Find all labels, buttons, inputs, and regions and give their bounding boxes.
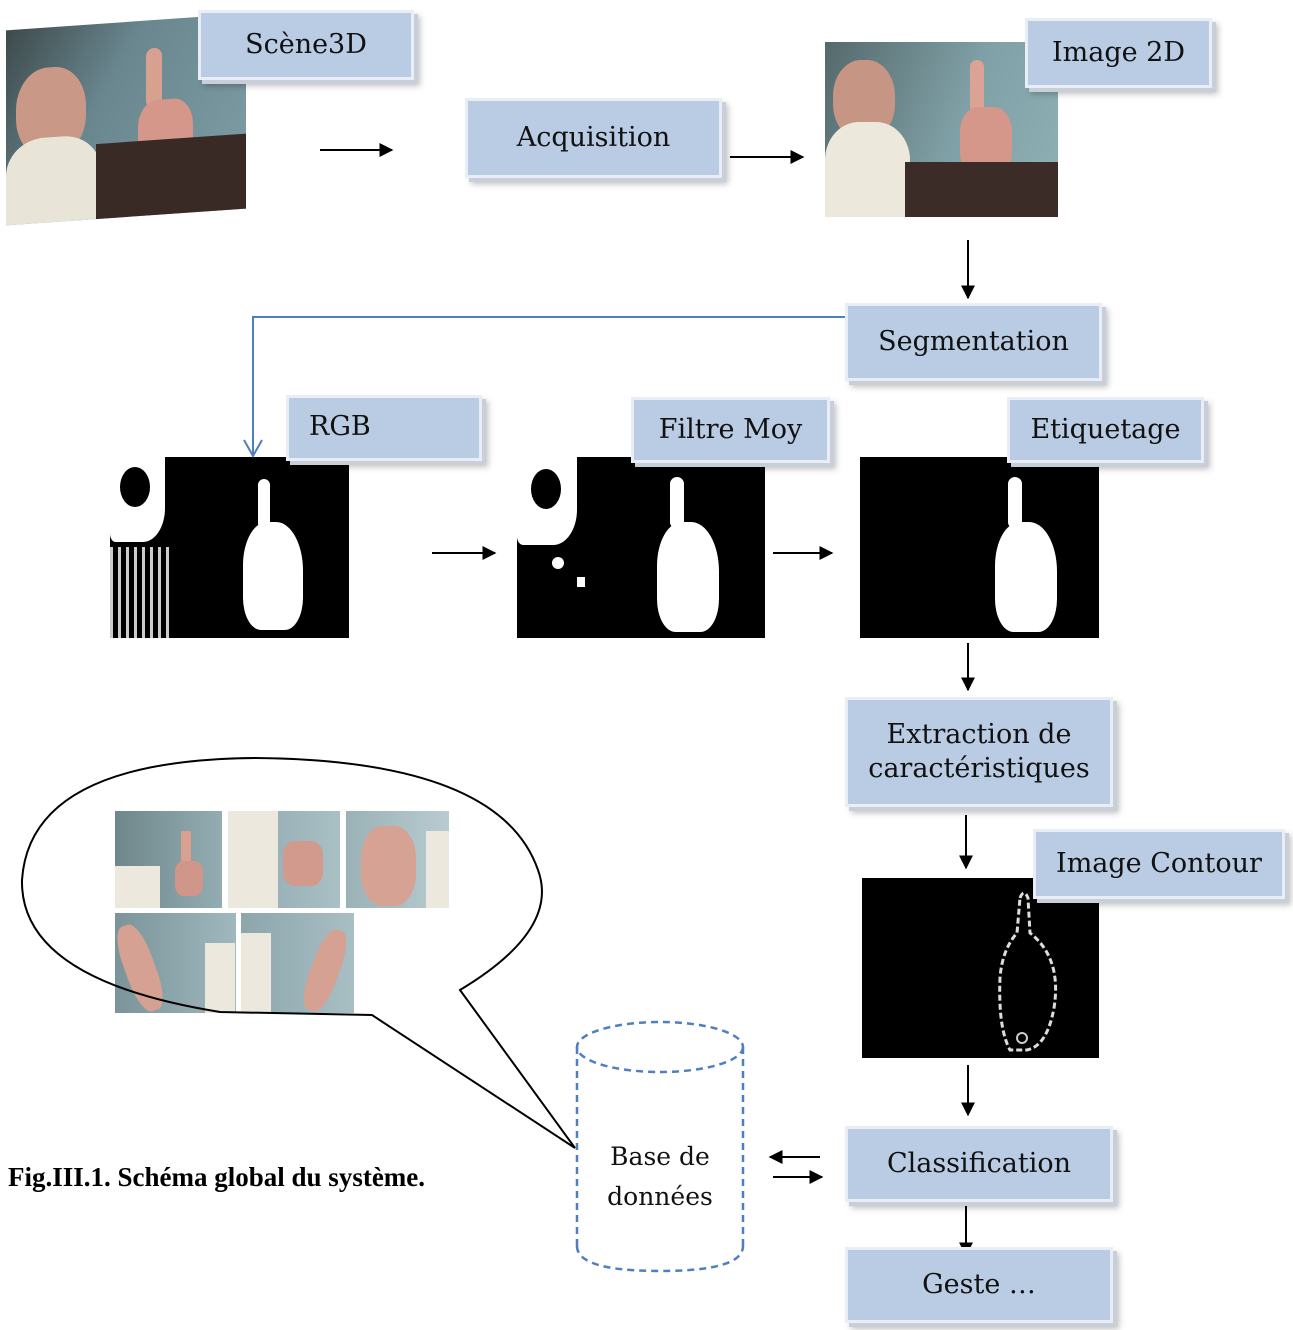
extraction-label-line2: caractéristiques <box>868 753 1090 784</box>
scene3d-label: Scène3D <box>245 29 367 61</box>
etiquetage-binary-image <box>860 457 1099 638</box>
db-thumb-5 <box>241 913 354 1013</box>
classification-label: Classification <box>886 1148 1072 1180</box>
extraction-label-line1: Extraction de <box>886 719 1072 751</box>
rgb-label: RGB <box>309 411 371 442</box>
classification-box: Classification <box>845 1126 1113 1202</box>
geste-box: Geste … <box>845 1247 1113 1323</box>
rgb-binary-image <box>110 457 349 638</box>
filtre-label: Filtre Moy <box>658 414 803 446</box>
contour-label: Image Contour <box>1056 848 1262 880</box>
db-thumb-4 <box>115 913 236 1013</box>
figure-caption: Fig.III.1. Schéma global du système. <box>8 1162 426 1192</box>
image2d-label: Image 2D <box>1051 37 1186 69</box>
contour-label-box: Image Contour <box>1033 829 1285 899</box>
db-thumb-1 <box>115 811 222 908</box>
database-label-line2: données <box>607 1182 713 1211</box>
contour-image <box>862 878 1099 1058</box>
filtre-binary-image <box>517 457 765 638</box>
extraction-box: Extraction de caractéristiques <box>845 697 1113 807</box>
filtre-label-box: Filtre Moy <box>631 397 830 463</box>
acquisition-label: Acquisition <box>516 122 671 154</box>
etiquetage-label: Etiquetage <box>1030 414 1181 446</box>
scene3d-label-box: Scène3D <box>198 10 414 80</box>
etiquetage-label-box: Etiquetage <box>1007 397 1204 463</box>
segmentation-label: Segmentation <box>878 326 1069 358</box>
database-label-line1: Base de <box>610 1142 710 1171</box>
acquisition-box: Acquisition <box>465 98 722 178</box>
database-label: Base de données <box>580 1137 740 1217</box>
image2d-photo <box>825 42 1058 217</box>
db-thumb-3 <box>346 811 449 908</box>
segmentation-box: Segmentation <box>845 303 1102 381</box>
geste-label: Geste … <box>922 1269 1036 1301</box>
db-thumb-2 <box>228 811 340 908</box>
image2d-label-box: Image 2D <box>1025 18 1212 88</box>
rgb-label-box: RGB <box>286 395 482 461</box>
